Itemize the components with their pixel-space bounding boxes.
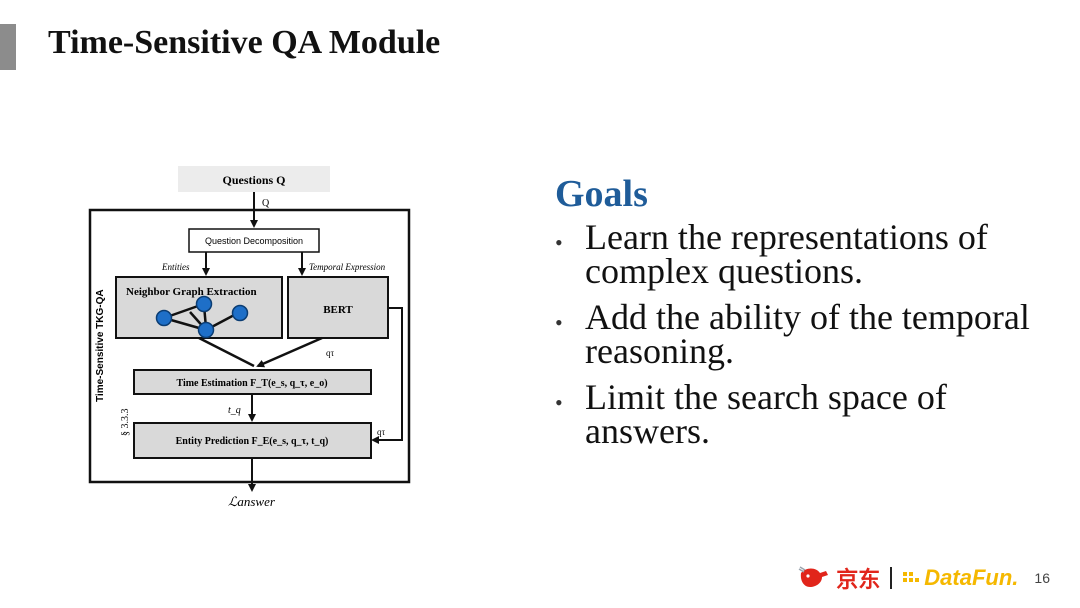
graph-node bbox=[155, 309, 173, 327]
goal-bullet-text: Add the ability of the temporal reasonin… bbox=[585, 297, 1030, 371]
goals-heading: Goals bbox=[555, 173, 648, 215]
section-label: § 3.3.3 bbox=[120, 409, 131, 437]
time-estimation-box bbox=[133, 369, 372, 395]
footer: 京东 DataFun. 16 bbox=[798, 562, 1050, 594]
q-arrow-label: Q bbox=[262, 198, 270, 209]
graph-node bbox=[195, 295, 213, 313]
datafun-text: DataFun. bbox=[924, 565, 1019, 590]
questions-label: Questions Q bbox=[222, 173, 285, 187]
temporal-expression-label: Temporal Expression bbox=[309, 262, 386, 272]
jd-logo: 京东 bbox=[798, 562, 880, 594]
page-number: 16 bbox=[1034, 570, 1050, 586]
decomposition-label: Question Decomposition bbox=[205, 236, 303, 246]
bert-label: BERT bbox=[323, 304, 353, 316]
bullet-dot: • bbox=[555, 310, 563, 335]
graph-node bbox=[231, 304, 249, 322]
loss-label: ℒanswer bbox=[228, 494, 276, 509]
bert-to-time-arrow bbox=[256, 336, 323, 368]
title-accent-bar bbox=[0, 24, 16, 70]
bert-to-entity-arrow bbox=[371, 307, 403, 444]
datafun-dots-icon bbox=[903, 572, 920, 582]
bert-box bbox=[287, 276, 389, 339]
datafun-logo: DataFun. bbox=[902, 565, 1018, 591]
questions-box bbox=[178, 166, 330, 192]
frame-label: Time-Sensitive TKG-QA bbox=[95, 289, 106, 402]
entity-prediction-label: Entity Prediction F_E(e_s, q_τ, t_q) bbox=[176, 436, 329, 447]
tkgqa-frame bbox=[88, 208, 411, 484]
qt-label-2: qτ bbox=[377, 427, 386, 437]
bullet-dot: • bbox=[555, 230, 563, 255]
entities-label: Entities bbox=[161, 262, 190, 272]
tq-label: t_q bbox=[228, 405, 241, 416]
graph-to-time-arrow bbox=[198, 336, 255, 368]
jd-dog-icon bbox=[798, 566, 829, 587]
neighbor-graph-label: Neighbor Graph Extraction bbox=[126, 286, 257, 298]
goal-bullet-text: Learn the representations of complex que… bbox=[585, 217, 988, 291]
time-estimation-label: Time Estimation F_T(e_s, q_τ, e_o) bbox=[176, 378, 327, 389]
goal-bullet: • Learn the representations of complex qu… bbox=[555, 217, 1055, 291]
jd-text: 京东 bbox=[836, 567, 881, 592]
goal-bullet: • Add the ability of the temporal reasoni… bbox=[555, 297, 1055, 371]
goal-bullet-text: Limit the search space of answers. bbox=[585, 377, 947, 451]
footer-separator bbox=[890, 567, 893, 589]
goals-bullet-list: • Learn the representations of complex qu… bbox=[555, 217, 1055, 460]
decomposition-box bbox=[188, 228, 320, 253]
bullet-dot: • bbox=[555, 390, 563, 415]
slide-title: Time-Sensitive QA Module bbox=[48, 24, 441, 61]
entity-prediction-box bbox=[133, 422, 372, 459]
qt-label-1: qτ bbox=[326, 348, 335, 358]
goal-bullet: • Limit the search space of answers. bbox=[555, 377, 1055, 451]
graph-node bbox=[197, 321, 215, 339]
